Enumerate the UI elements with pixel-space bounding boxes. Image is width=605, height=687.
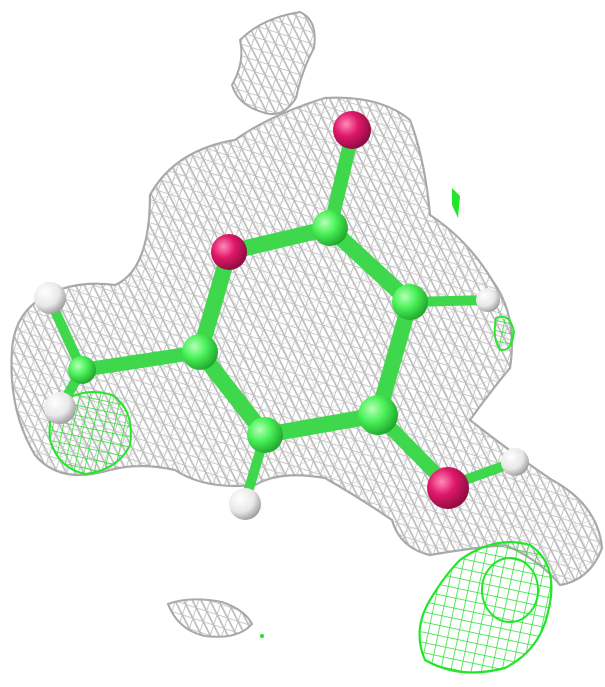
carbon-atom	[392, 284, 428, 320]
oxygen-atom	[427, 467, 469, 509]
hydrogen-atom	[44, 392, 76, 424]
carbon-atom	[247, 417, 283, 453]
hydrogen-atom	[476, 288, 500, 312]
carbon-atom	[68, 356, 96, 384]
density-mesh-fragment-bottom	[166, 598, 254, 638]
difference-mesh-right	[493, 315, 515, 352]
oxygen-atom	[211, 234, 247, 270]
hydrogen-atom	[501, 448, 529, 476]
oxygen-atom	[333, 111, 371, 149]
density-mesh	[10, 96, 604, 587]
carbon-atom	[312, 210, 348, 246]
difference-mesh-bottom-right	[418, 541, 553, 674]
carbon-atom	[358, 395, 398, 435]
density-mesh-fragment-top	[230, 10, 316, 116]
atoms	[34, 111, 529, 520]
difference-mesh-speck	[260, 188, 460, 638]
carbon-atom	[182, 334, 218, 370]
hydrogen-atom	[229, 488, 261, 520]
hydrogen-atom	[34, 282, 66, 314]
